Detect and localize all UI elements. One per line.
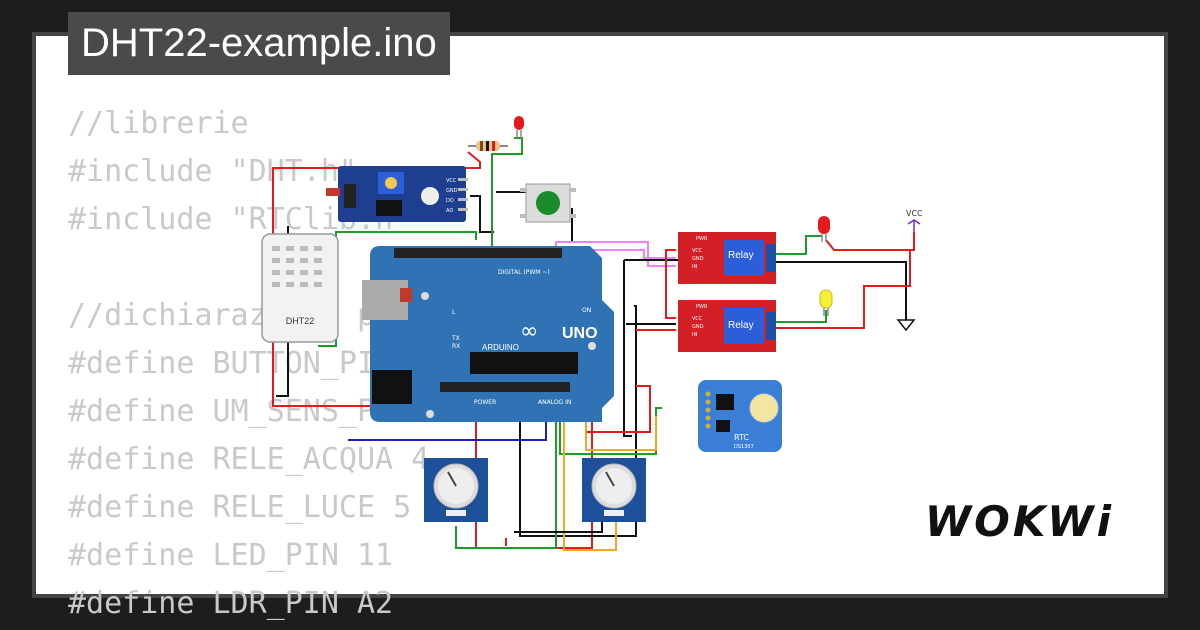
wire-green-led <box>491 137 523 246</box>
relay-1-pin-gnd: GND <box>692 256 704 262</box>
photoresistor <box>326 188 340 196</box>
wire-red-vcc <box>825 232 915 251</box>
dht22-label: DHT22 <box>286 316 315 326</box>
code-line: #define RELE_LUCE 5 <box>68 490 412 525</box>
wire-green-dht <box>318 231 477 347</box>
relay-1-pwr: PWR <box>696 236 708 242</box>
wire-red-relay <box>665 249 676 319</box>
relay-2-pin-vcc: VCC <box>692 316 703 322</box>
rtc-sub-label: DS1307 <box>734 444 754 450</box>
pushbutton <box>520 183 576 223</box>
led-red-right <box>818 216 830 242</box>
dht22-sensor: DHT22 <box>261 233 339 343</box>
code-line: //librerie <box>68 106 249 141</box>
potentiometer-2 <box>582 458 646 522</box>
relay-1-label: Relay <box>728 250 754 261</box>
rtc-module: RTC DS1307 <box>698 380 782 452</box>
gnd-symbol <box>896 319 916 332</box>
sensor-pin-do: DO <box>446 198 454 204</box>
resistor <box>468 141 508 151</box>
relay-1-pin-vcc: VCC <box>692 248 703 254</box>
sensor-pin-vcc: VCC <box>446 178 457 184</box>
wire-red-vcc2 <box>776 250 911 329</box>
rtc-label: RTC <box>734 433 749 442</box>
analog-label: ANALOG IN <box>538 399 571 406</box>
relay-module-2: Relay PWR VCC GND IN <box>678 300 776 352</box>
arduino-uno: UNO ARDUINO ∞ DIGITAL (PWM ~) ANALOG IN … <box>362 246 614 422</box>
wire-black-gnd-2 <box>470 195 494 233</box>
wokwi-logo[interactable]: WOKWi <box>924 497 1114 546</box>
power-label: POWER <box>474 399 496 406</box>
wire-green-rtc <box>559 407 662 455</box>
wire-black-relay1 <box>623 259 684 437</box>
wire-green-out2 <box>776 310 827 323</box>
on-label: ON <box>582 307 591 314</box>
sensor-module: VCC GND DO AO <box>338 166 468 222</box>
vcc-symbol: VCC <box>906 209 923 232</box>
arduino-uno-label: UNO <box>562 325 598 342</box>
potentiometer-1 <box>424 458 488 522</box>
relay-2-label: Relay <box>728 320 754 331</box>
code-line: #include "DHT.h" <box>68 154 357 189</box>
tx-label: TX <box>451 335 460 342</box>
relay-2-pin-in: IN <box>692 332 697 338</box>
wire-black-pot2 <box>514 522 603 533</box>
wire-pink-relay1 <box>555 241 676 267</box>
relay-2-pwr: PWR <box>696 304 708 310</box>
rx-label: RX <box>452 343 460 350</box>
arduino-infinity-logo: ∞ <box>520 319 538 344</box>
vcc-label: VCC <box>906 209 923 218</box>
wire-black-gnd-right <box>776 261 907 320</box>
wire-blue-dht <box>348 420 547 441</box>
code-line: #define LDR_PIN A2 <box>68 586 394 621</box>
project-title[interactable]: DHT22-example.ino <box>68 12 450 75</box>
sensor-pin-gnd: GND <box>446 188 458 194</box>
project-card[interactable]: //librerie#include "DHT.h"#include "RTCl… <box>36 36 1164 621</box>
relay-module-1: Relay PWR VCC GND IN <box>678 232 776 284</box>
sensor-pin-ao: AO <box>446 208 453 214</box>
wire-orange-rtc <box>585 416 657 451</box>
wire-green-out1 <box>776 235 822 255</box>
circuit-diagram: DHT22 VCC GND DO AO <box>261 116 923 551</box>
led-yellow-right <box>819 289 833 316</box>
wire-orange-pot2 <box>563 420 617 551</box>
arduino-brand-label: ARDUINO <box>482 343 519 352</box>
relay-1-pin-in: IN <box>692 264 697 270</box>
l-label: L <box>452 309 456 316</box>
relay-2-pin-gnd: GND <box>692 324 704 330</box>
led-red-top <box>514 116 524 138</box>
wire-green-pot1 <box>455 420 557 549</box>
code-line: #define LED_PIN 11 <box>68 538 394 573</box>
digital-label: DIGITAL (PWM ~) <box>498 269 550 276</box>
code-line: #define RELE_ACQUA 4 <box>68 442 430 477</box>
